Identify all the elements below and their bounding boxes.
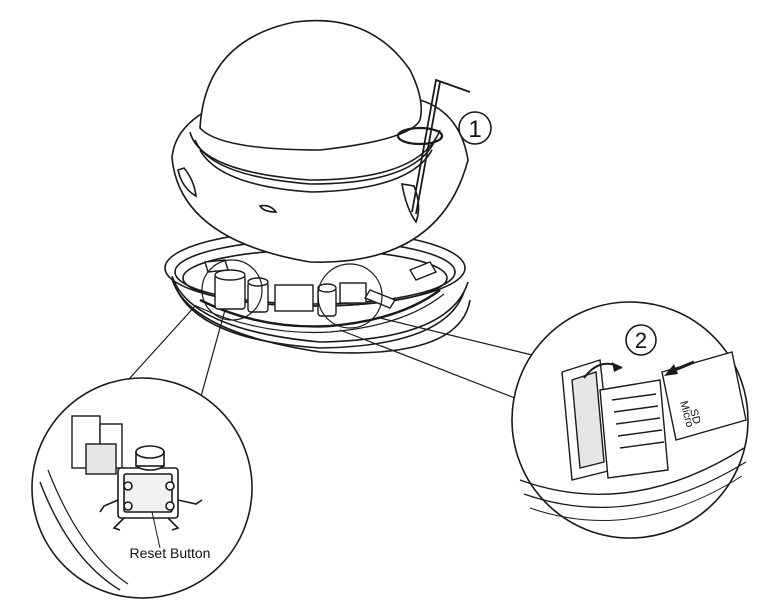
step-1-label: 1 (468, 116, 481, 143)
sd-card-label-sd: SD (687, 408, 703, 426)
camera-dome (171, 19, 469, 263)
insert-arrowhead-icon (664, 364, 678, 376)
open-latch-arrowhead-icon (612, 362, 622, 372)
step-1-callout: 1 (458, 111, 492, 145)
step-2-callout (625, 324, 657, 356)
sd-zoom: SD Micro 2 (511, 301, 749, 539)
hex-key-tool (396, 78, 471, 215)
step-2-label: 2 (635, 328, 647, 353)
leader-lines (109, 259, 537, 401)
reset-button (99, 445, 203, 531)
board-connector (71, 415, 123, 475)
micro-sd-card: SD Micro (661, 351, 747, 441)
reset-zoom: Reset Button (31, 377, 253, 599)
reset-button-label: Reset Button (130, 545, 211, 561)
base-internals (204, 259, 438, 317)
sd-card-slot (561, 359, 669, 481)
